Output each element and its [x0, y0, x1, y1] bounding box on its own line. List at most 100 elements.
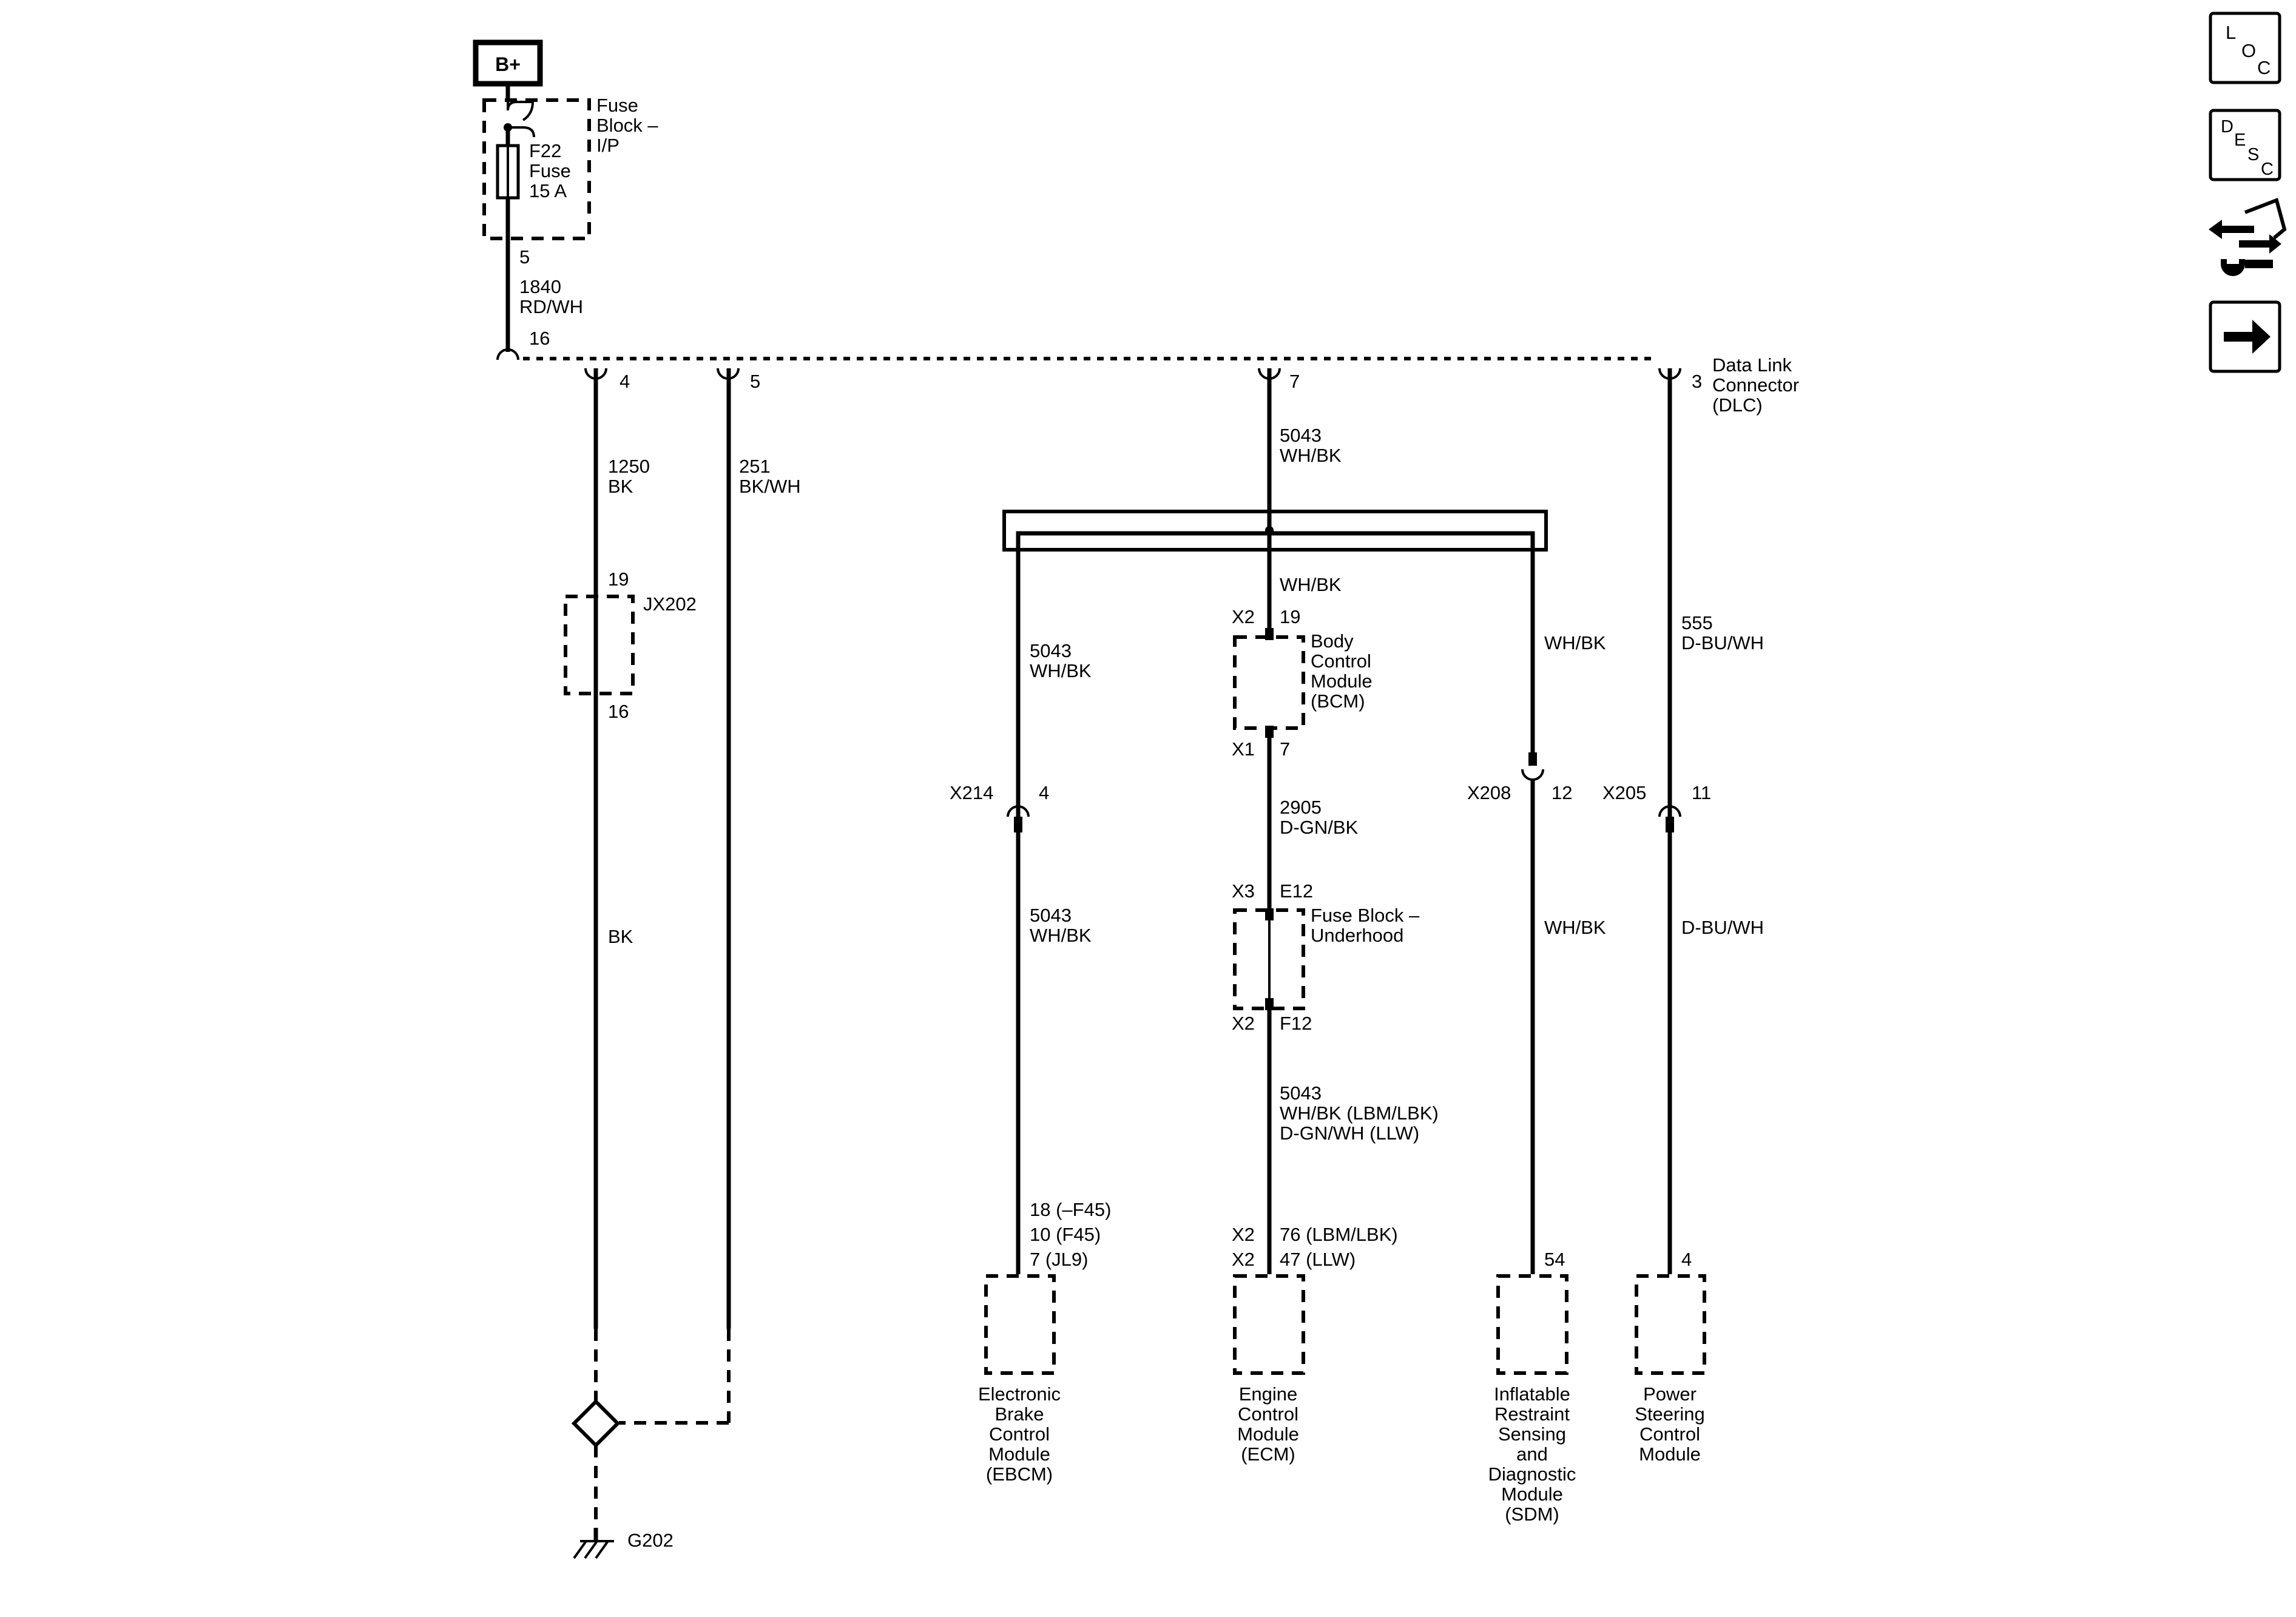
- bcm-conn-in: X2: [1232, 606, 1255, 627]
- dlc-pin-5: 5: [750, 371, 760, 392]
- x205-label: X205: [1602, 782, 1646, 803]
- ebcm-name-3: Control: [989, 1423, 1050, 1445]
- jx202-pin-in: 19: [608, 569, 629, 590]
- power-label: B+: [495, 53, 521, 75]
- fbu-out-circuit: 5043: [1280, 1082, 1322, 1104]
- bcm-out-color: D-GN/BK: [1280, 817, 1359, 838]
- splice-jx202: [564, 595, 635, 695]
- bcm-name-1: Body: [1311, 630, 1354, 652]
- ebcm-pin-3: 7 (JL9): [1030, 1249, 1088, 1270]
- arrow-right-icon: [2224, 320, 2271, 354]
- dlc-name-3: (DLC): [1712, 394, 1763, 416]
- fuse-block-ip-name-2: Block –: [596, 115, 658, 136]
- fuse-label-2: Fuse: [529, 160, 571, 181]
- fbu-out-color-2: D-GN/WH (LLW): [1280, 1122, 1419, 1144]
- fbu-conn-in: X3: [1232, 880, 1255, 902]
- sdm-name-4: and: [1516, 1443, 1548, 1465]
- sdm-name-5: Diagnostic: [1488, 1463, 1576, 1485]
- bcm-ecm-branch: WH/BK X2 19 Body Control Module (BCM) X1…: [1232, 574, 1439, 1465]
- circuit-251: 251: [739, 456, 771, 477]
- fuse-label-3: 15 A: [529, 180, 567, 201]
- loc-letter-o: O: [2241, 40, 2256, 61]
- ebcm-name-2: Brake: [995, 1403, 1044, 1425]
- jx202-label: JX202: [643, 593, 697, 615]
- pscm-name-1: Power: [1643, 1383, 1697, 1405]
- circuit-555-color: D-BU/WH: [1681, 632, 1764, 653]
- ecm-pin-a: 76 (LBM/LBK): [1280, 1224, 1398, 1245]
- bcm-out-circuit: 2905: [1280, 797, 1322, 818]
- ecm-pin-b: 47 (LLW): [1280, 1249, 1356, 1270]
- connector-wrench-icon[interactable]: [2209, 198, 2287, 276]
- pscm-lower-color: D-BU/WH: [1681, 917, 1764, 938]
- sdm-name-1: Inflatable: [1494, 1383, 1570, 1405]
- ebcm-pin-1: 18 (–F45): [1030, 1199, 1111, 1220]
- sdm-name-3: Sensing: [1498, 1423, 1566, 1445]
- circuit-1840: 1840: [519, 276, 561, 297]
- bcm-pin-in: 19: [1280, 606, 1300, 627]
- dlc-pin-7: 7: [1289, 371, 1300, 392]
- x205-connector-icon: [1658, 805, 1681, 817]
- fuse-block-ip-name-3: I/P: [596, 135, 620, 156]
- desc-letter-s: S: [2247, 145, 2259, 164]
- dlc-name-1: Data Link: [1712, 354, 1792, 376]
- desc-letter-e: E: [2234, 130, 2246, 150]
- sdm-module-pin: 54: [1544, 1249, 1565, 1270]
- pscm-module-box: [1635, 1274, 1706, 1375]
- bcm-box: [1233, 635, 1305, 730]
- ecm-name-2: Control: [1238, 1403, 1298, 1425]
- bcm-name-3: Module: [1311, 670, 1373, 692]
- sdm-module-box: [1496, 1274, 1568, 1375]
- ebcm-name-5: (EBCM): [986, 1463, 1053, 1485]
- fbu-out-color-1: WH/BK (LBM/LBK): [1280, 1102, 1439, 1124]
- fbu-conn-out: X2: [1232, 1013, 1255, 1034]
- circuit-555: 555: [1681, 612, 1713, 633]
- circuit-1250: 1250: [608, 456, 650, 477]
- fbu-pin-in: E12: [1280, 880, 1313, 902]
- ground-g202: G202: [571, 1399, 674, 1559]
- ecm-conn-b: X2: [1232, 1249, 1255, 1270]
- pscm-name-4: Module: [1639, 1443, 1701, 1465]
- dlc-pin-4: 4: [620, 371, 630, 392]
- ebcm-lower-color: WH/BK: [1030, 925, 1092, 946]
- circuit-1250-color: BK: [608, 476, 633, 497]
- dlc-pin-16: 16: [529, 328, 550, 349]
- pscm-module-pin: 4: [1681, 1249, 1692, 1270]
- desc-letter-c: C: [2261, 160, 2274, 179]
- ebcm-name-4: Module: [988, 1443, 1050, 1465]
- sdm-branch: WH/BK X208 12 WH/BK 54 Inflatable Restra…: [1467, 632, 1606, 1525]
- next-arrow-button[interactable]: [2209, 300, 2281, 373]
- power-source: B+: [473, 39, 543, 87]
- ecm-name-1: Engine: [1239, 1383, 1298, 1405]
- ebcm-name-1: Electronic: [978, 1383, 1061, 1405]
- x208-pin: 12: [1551, 782, 1572, 803]
- circuit-251-color: BK/WH: [739, 476, 801, 497]
- bcm-wire-color: WH/BK: [1280, 574, 1342, 595]
- circuit-5043-trunk-color: WH/BK: [1280, 445, 1342, 466]
- ground-branch-b: 251 BK/WH: [619, 368, 801, 1425]
- pscm-branch: 555 D-BU/WH X205 11 D-BU/WH 4 Power Stee…: [1602, 368, 1764, 1465]
- circuit-1840-color: RD/WH: [519, 296, 583, 317]
- bcm-pin-out: 7: [1280, 738, 1290, 760]
- sdm-lower-color: WH/BK: [1544, 917, 1606, 938]
- circuit-5043-trunk: 5043: [1280, 425, 1322, 446]
- x214-pin: 4: [1039, 782, 1049, 803]
- sdm-name-6: Module: [1501, 1484, 1563, 1505]
- ebcm-lower-circuit: 5043: [1030, 905, 1072, 926]
- x214-label: X214: [950, 782, 993, 803]
- desc-button[interactable]: D E S C: [2209, 109, 2281, 181]
- data-link-connector: 16 4 5 7 3 Data Link Connector (DLC): [496, 328, 1799, 416]
- ecm-conn-a: X2: [1232, 1224, 1255, 1245]
- ecm-name-4: (ECM): [1241, 1443, 1295, 1465]
- ground-branch-a: 1250 BK 19 JX202 16 BK: [564, 368, 697, 1402]
- ebcm-pin-2: 10 (F45): [1030, 1224, 1101, 1245]
- bcm-conn-out: X1: [1232, 738, 1255, 760]
- ecm-module-box: [1233, 1274, 1305, 1375]
- dlc-pin-3: 3: [1692, 371, 1702, 392]
- fbu-pin-out: F12: [1280, 1013, 1312, 1034]
- sdm-upper-color: WH/BK: [1544, 632, 1606, 653]
- loc-button[interactable]: L O C: [2209, 12, 2281, 84]
- desc-letter-d: D: [2221, 117, 2234, 137]
- pscm-name-2: Steering: [1635, 1403, 1704, 1425]
- ebcm-module-box: [984, 1274, 1056, 1375]
